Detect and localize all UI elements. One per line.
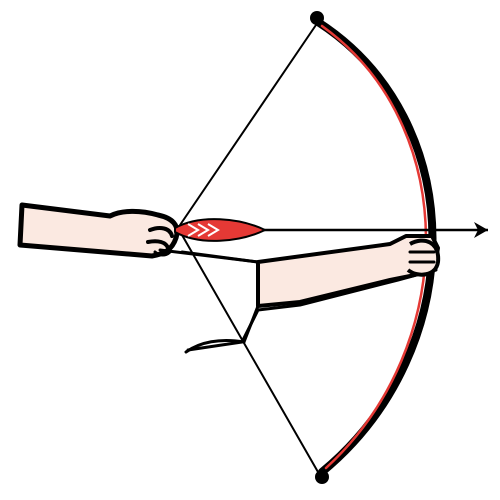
arm-holding-icon (158, 234, 441, 354)
arm-drawing-icon (17, 202, 180, 259)
bowstring-icon (176, 21, 319, 473)
arrow-icon (174, 218, 488, 242)
